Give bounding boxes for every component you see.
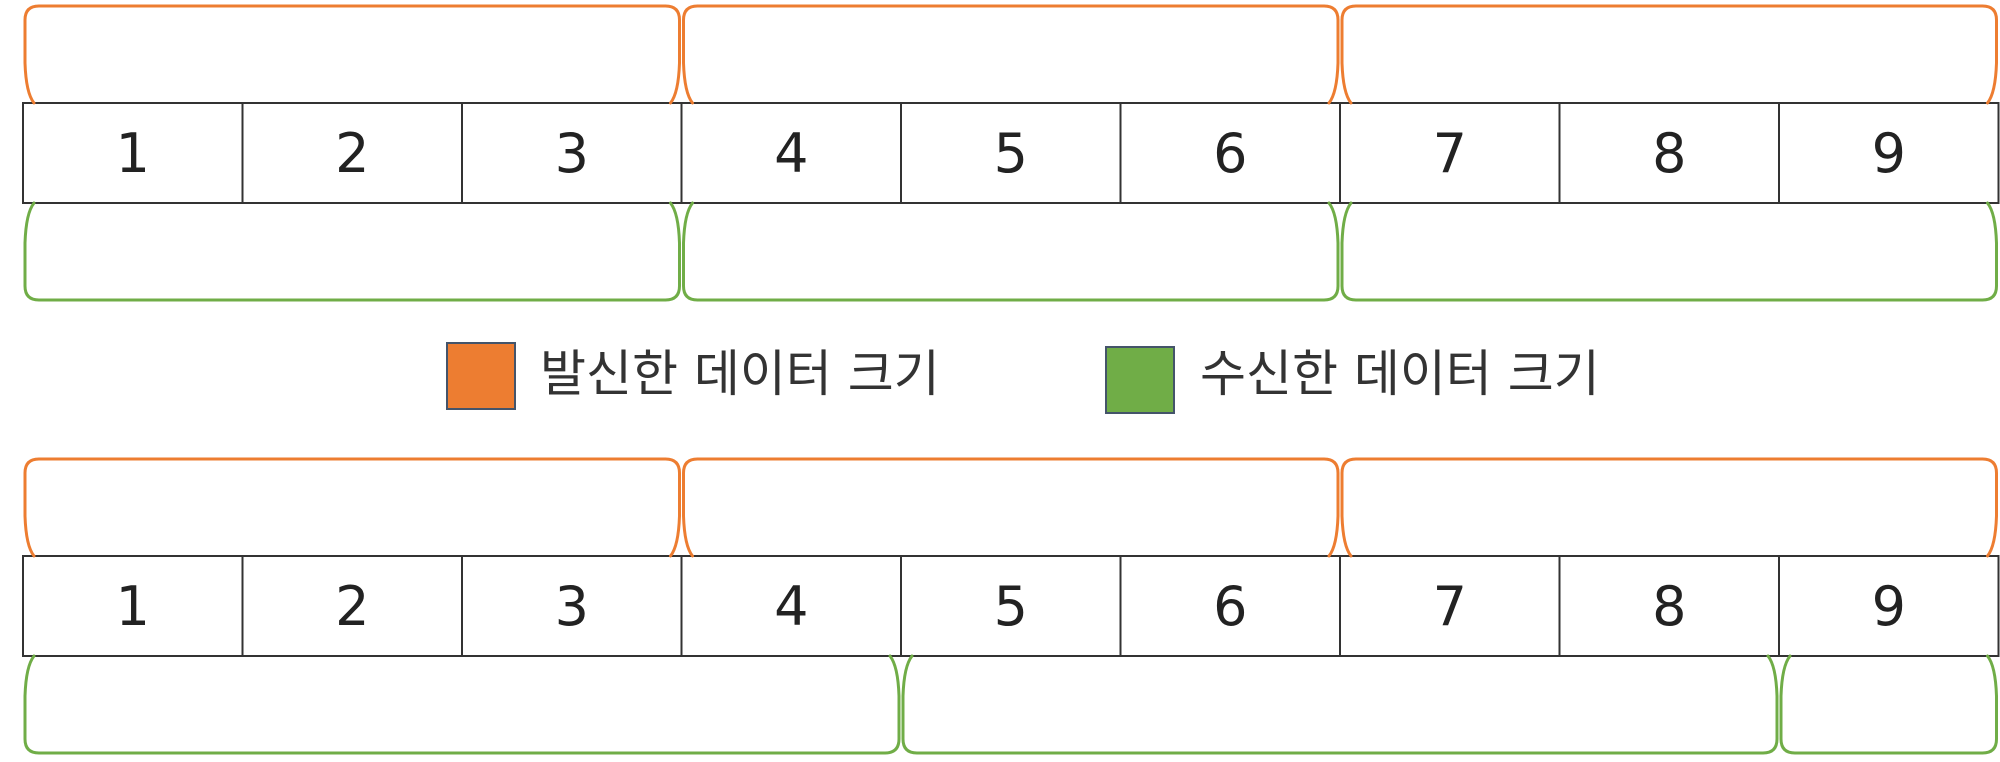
legend-received-swatch (1105, 346, 1175, 414)
cell-label: 2 (335, 575, 369, 638)
cell-label: 1 (116, 575, 150, 638)
cell-label: 3 (555, 122, 589, 185)
cell-label: 1 (116, 122, 150, 185)
cell-label: 8 (1652, 575, 1686, 638)
legend-received-label: 수신한 데이터 크기 (1200, 345, 1600, 403)
cell-label: 4 (774, 575, 808, 638)
received-size-bracket (1779, 654, 1998, 755)
sent-size-bracket (1340, 4, 1998, 105)
cell-label: 7 (1433, 122, 1467, 185)
cell-label: 9 (1872, 122, 1906, 185)
cell-label: 9 (1872, 575, 1906, 638)
received-size-bracket (1340, 201, 1998, 302)
cell-box (1778, 555, 2000, 657)
cell-box (1778, 102, 2000, 204)
sent-size-bracket (23, 4, 681, 105)
sent-size-bracket (682, 4, 1340, 105)
legend: 발신한 데이터 크기 수신한 데이터 크기 (446, 342, 1600, 414)
cell-label: 8 (1652, 122, 1686, 185)
received-size-bracket (23, 201, 681, 302)
cell-label: 5 (994, 575, 1028, 638)
received-size-bracket (901, 654, 1779, 755)
top-row: 1 2 3 4 5 6 7 8 9 (22, 4, 2000, 302)
sent-size-bracket (1340, 457, 1998, 558)
cell-label: 7 (1433, 575, 1467, 638)
bottom-row: 1 2 3 4 5 6 7 8 9 (22, 457, 2000, 755)
received-size-bracket (682, 201, 1340, 302)
cell-label: 5 (994, 122, 1028, 185)
cell-label: 3 (555, 575, 589, 638)
cell-label: 6 (1213, 575, 1247, 638)
sent-size-bracket (23, 457, 681, 558)
received-size-bracket (23, 654, 901, 755)
legend-sent-label: 발신한 데이터 크기 (540, 345, 940, 403)
cell-label: 4 (774, 122, 808, 185)
cell-label: 2 (335, 122, 369, 185)
cell-label: 6 (1213, 122, 1247, 185)
legend-sent-swatch (446, 342, 516, 410)
sent-size-bracket (682, 457, 1340, 558)
